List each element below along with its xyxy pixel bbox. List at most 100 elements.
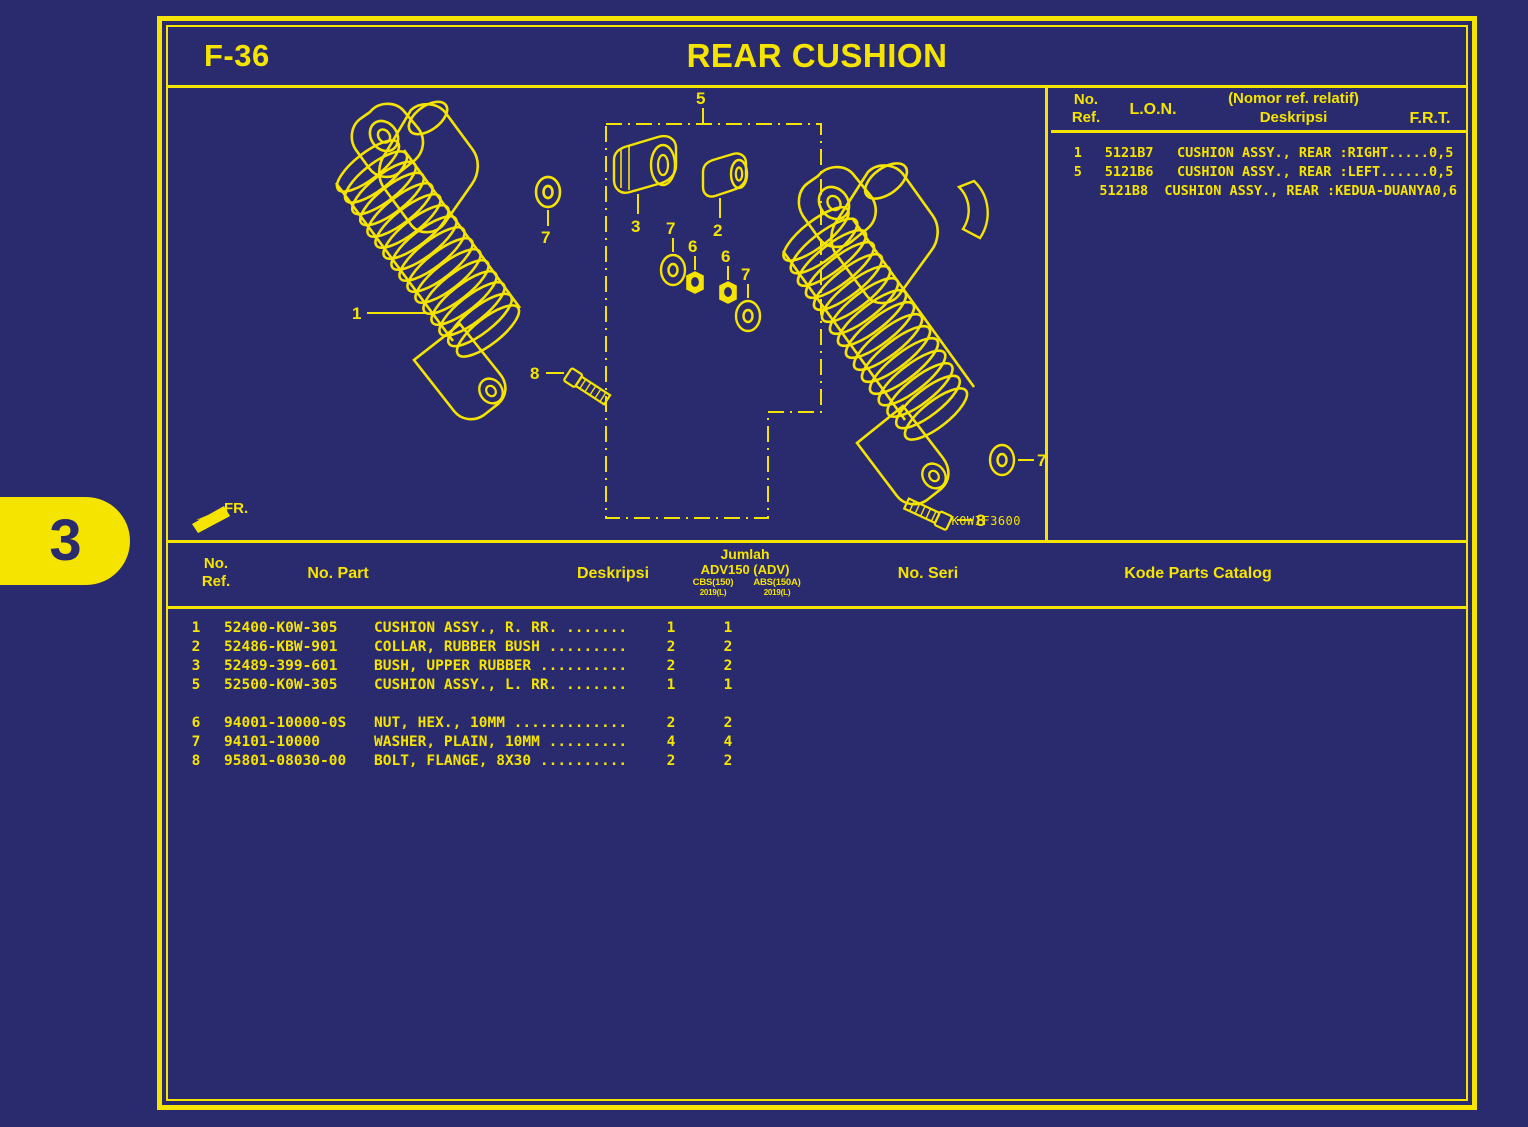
row-qty-abs: 4 bbox=[723, 734, 733, 750]
row-no-ref: 1 bbox=[191, 620, 201, 636]
parts-header-jumlah: Jumlah ADV150 (ADV) CBS(150) 2019(L) ABS… bbox=[620, 546, 870, 597]
jumlah-col2-label: ABS(150A) bbox=[753, 577, 801, 588]
row-part-no: 94101-10000 bbox=[224, 734, 321, 750]
row-qty-cbs: 1 bbox=[666, 620, 676, 636]
svg-text:3: 3 bbox=[631, 217, 640, 236]
row-no-ref: 6 bbox=[191, 715, 201, 731]
jumlah-col1-label: CBS(150) bbox=[692, 577, 734, 588]
row-qty-abs: 2 bbox=[723, 639, 733, 655]
right-cushion-group: 5 3 bbox=[605, 89, 989, 519]
svg-text:FR.: FR. bbox=[224, 500, 248, 517]
jumlah-title: Jumlah bbox=[720, 546, 770, 562]
diagram-code: KOWIF3600 bbox=[951, 514, 1021, 528]
parts-table-body: 1 52400-K0W-305 CUSHION ASSY., R. RR. ..… bbox=[168, 609, 1466, 1099]
lon-row: 5121B8 CUSHION ASSY., REAR :KEDUA-DUANYA… bbox=[1051, 182, 1466, 201]
row-qty-abs: 2 bbox=[723, 658, 733, 674]
lon-table-header: No. Ref. L.O.N. (Nomor ref. relatif) Des… bbox=[1051, 88, 1466, 133]
svg-text:2: 2 bbox=[713, 221, 722, 240]
row-no-ref: 8 bbox=[191, 753, 201, 769]
row-qty-abs: 2 bbox=[723, 715, 733, 731]
row-part-no: 52500-K0W-305 bbox=[224, 677, 338, 693]
lon-row-lon: 5121B7 bbox=[1104, 145, 1154, 161]
section-tab[interactable]: 3 bbox=[0, 497, 130, 585]
lon-row-frt: 0,6 bbox=[1432, 183, 1458, 199]
callout-1: 1 bbox=[352, 304, 426, 323]
row-no-ref: 2 bbox=[191, 639, 201, 655]
jumlah-model: ADV150 (ADV) bbox=[700, 562, 790, 577]
callout-8-bottom: 8 bbox=[902, 497, 985, 531]
row-part-no: 52489-399-601 bbox=[224, 658, 338, 674]
section-tab-number: 3 bbox=[49, 508, 81, 573]
table-row[interactable]: 8 95801-08030-00 BOLT, FLANGE, 8X30 ....… bbox=[168, 752, 1466, 771]
table-row[interactable]: 7 94101-10000 WASHER, PLAIN, 10MM ......… bbox=[168, 733, 1466, 752]
svg-text:5: 5 bbox=[696, 89, 705, 108]
page-title: REAR CUSHION bbox=[686, 37, 948, 74]
row-desc: BUSH, UPPER RUBBER .......... bbox=[374, 658, 628, 674]
diagram-and-lon-row: 1 7 7 bbox=[168, 88, 1466, 543]
row-qty-cbs: 2 bbox=[666, 658, 676, 674]
table-row[interactable]: 6 94001-10000-0S NUT, HEX., 10MM .......… bbox=[168, 714, 1466, 733]
row-qty-abs: 1 bbox=[723, 677, 733, 693]
parts-table-header: No. Ref. No. Part Deskripsi Jumlah ADV15… bbox=[168, 543, 1466, 609]
svg-text:8: 8 bbox=[530, 364, 539, 383]
row-part-no: 52486-KBW-901 bbox=[224, 639, 338, 655]
row-no-ref: 3 bbox=[191, 658, 201, 674]
row-desc: CUSHION ASSY., R. RR. ....... bbox=[374, 620, 628, 636]
row-desc: NUT, HEX., 10MM ............. bbox=[374, 715, 628, 731]
table-row[interactable]: 3 52489-399-601 BUSH, UPPER RUBBER .....… bbox=[168, 657, 1466, 676]
callout-7-right: 7 bbox=[734, 265, 762, 333]
lon-header-no-ref: No. Ref. bbox=[1071, 91, 1101, 127]
parts-header-no-part: No. Part bbox=[307, 565, 369, 582]
row-desc: WASHER, PLAIN, 10MM ......... bbox=[374, 734, 628, 750]
lon-row-desc: CUSHION ASSY., REAR :KEDUA-DUANYA bbox=[1164, 183, 1433, 199]
lon-row-ref: 1 bbox=[1073, 145, 1082, 161]
callout-8-left: 8 bbox=[530, 364, 612, 406]
row-no-ref: 5 bbox=[191, 677, 201, 693]
diagram-svg: 1 7 7 bbox=[192, 89, 1045, 533]
table-row[interactable]: 1 52400-K0W-305 CUSHION ASSY., R. RR. ..… bbox=[168, 619, 1466, 638]
table-row[interactable]: 2 52486-KBW-901 COLLAR, RUBBER BUSH ....… bbox=[168, 638, 1466, 657]
callout-7-topleft: 7 bbox=[534, 175, 562, 247]
parts-header-deskripsi: Deskripsi bbox=[576, 565, 650, 582]
row-qty-cbs: 2 bbox=[666, 715, 676, 731]
lon-row: 1 5121B7 CUSHION ASSY., REAR :RIGHT.....… bbox=[1051, 144, 1466, 163]
callout-7-mid: 7 bbox=[659, 219, 687, 287]
lon-row-desc: CUSHION ASSY., REAR :LEFT...... bbox=[1176, 164, 1429, 180]
parts-header-no-ref: No. Ref. bbox=[201, 555, 231, 591]
table-row[interactable]: 5 52500-K0W-305 CUSHION ASSY., L. RR. ..… bbox=[168, 676, 1466, 695]
left-cushion-assembly bbox=[334, 100, 522, 421]
row-part-no: 95801-08030-00 bbox=[224, 753, 347, 769]
parts-header-no-seri: No. Seri bbox=[897, 565, 959, 582]
row-qty-cbs: 2 bbox=[666, 753, 676, 769]
row-part-no: 52400-K0W-305 bbox=[224, 620, 338, 636]
parts-header-kode-parts-catalog: Kode Parts Catalog bbox=[1124, 565, 1272, 582]
lon-row-lon: 5121B8 bbox=[1099, 183, 1149, 199]
figure-code: F-36 bbox=[204, 38, 270, 73]
catalog-panel-inner: F-36 REAR CUSHION bbox=[166, 25, 1468, 1101]
lon-row-desc: CUSHION ASSY., REAR :RIGHT..... bbox=[1176, 145, 1429, 161]
svg-text:6: 6 bbox=[721, 247, 730, 266]
row-no-ref: 7 bbox=[191, 734, 201, 750]
lon-row-frt: 0,5 bbox=[1428, 164, 1454, 180]
callout-6-right: 6 bbox=[719, 247, 737, 304]
row-qty-abs: 1 bbox=[723, 620, 733, 636]
lon-header-deskripsi: (Nomor ref. relatif) Deskripsi bbox=[1228, 90, 1359, 126]
catalog-panel: F-36 REAR CUSHION bbox=[157, 16, 1477, 1110]
lon-header-lon: L.O.N. bbox=[1129, 101, 1177, 118]
row-qty-abs: 2 bbox=[723, 753, 733, 769]
row-qty-cbs: 1 bbox=[666, 677, 676, 693]
lon-row-frt: 0,5 bbox=[1428, 145, 1454, 161]
lon-row-lon: 5121B6 bbox=[1104, 164, 1154, 180]
jumlah-col2-year: 2019(L) bbox=[763, 588, 791, 597]
lon-row: 5 5121B6 CUSHION ASSY., REAR :LEFT......… bbox=[1051, 163, 1466, 182]
lon-header-frt: F.R.T. bbox=[1409, 110, 1451, 127]
front-direction-arrow: FR. bbox=[192, 500, 248, 533]
lon-row-ref: 5 bbox=[1073, 164, 1082, 180]
svg-text:7: 7 bbox=[541, 228, 550, 247]
part-bush-upper-rubber bbox=[612, 134, 678, 194]
svg-text:6: 6 bbox=[688, 237, 697, 256]
title-bar: F-36 REAR CUSHION bbox=[168, 27, 1466, 88]
exploded-diagram[interactable]: 1 7 7 bbox=[168, 88, 1048, 540]
jumlah-col1-year: 2019(L) bbox=[699, 588, 727, 597]
